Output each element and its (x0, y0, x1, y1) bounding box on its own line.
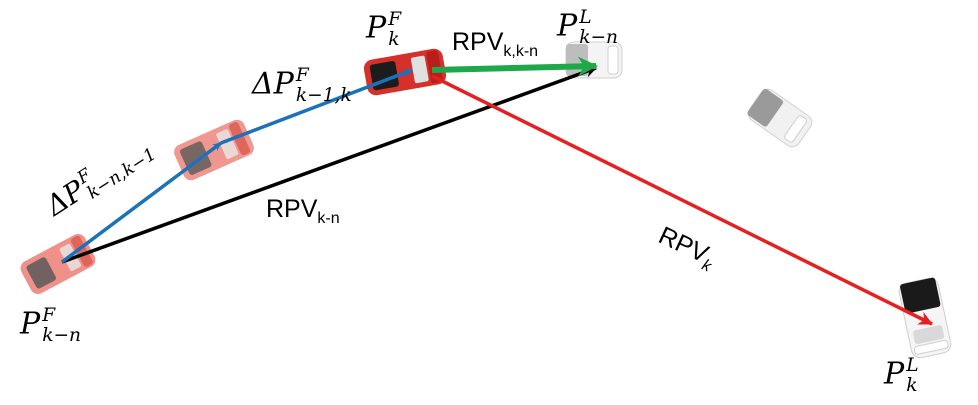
label-rpv-kn: RPVk-n (266, 195, 340, 227)
leader-car-icon (898, 277, 952, 359)
rpv-k-kn-arrow (431, 56, 598, 77)
delta-p-kn-k1-arrow (60, 141, 223, 264)
leader-car-icon (747, 88, 813, 148)
rpv-k-n-arrow (61, 66, 597, 264)
delta-p-k1-k-arrow (220, 68, 413, 145)
rpv-k-arrow (431, 74, 933, 326)
follower-car-icon (20, 234, 96, 294)
label-rpv-k-kn: RPVk,k-n (452, 28, 539, 60)
